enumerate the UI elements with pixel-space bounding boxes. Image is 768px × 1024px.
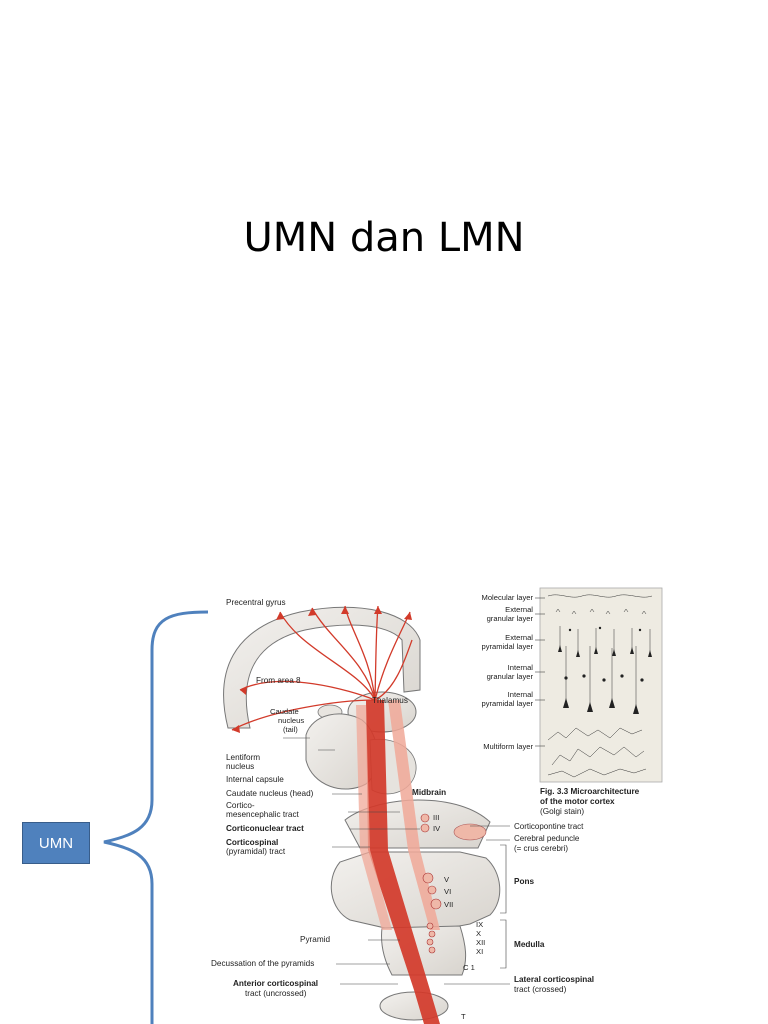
label-n-x: X (476, 929, 481, 938)
cortex-caption-1: Fig. 3.3 Microarchitecture (540, 787, 640, 796)
cortex-panel (535, 587, 663, 783)
label-int-granular-2: granular layer (487, 672, 534, 681)
slide-title: UMN dan LMN (243, 215, 525, 261)
label-ext-pyramidal-1: External (505, 633, 533, 642)
label-anterior-cst-2: tract (uncrossed) (245, 989, 307, 998)
label-cortico-mes-2: mesencephalic tract (226, 810, 300, 819)
label-internal-capsule: Internal capsule (226, 775, 284, 784)
umn-label-box: UMN (22, 822, 90, 864)
label-corticospinal-1: Corticospinal (226, 838, 278, 847)
corticospinal-fibres (231, 605, 413, 731)
label-corticospinal-2: (pyramidal) tract (226, 847, 286, 856)
label-n-v: V (444, 875, 450, 884)
label-ext-granular-1: External (505, 605, 533, 614)
label-multiform-layer: Multiform layer (483, 742, 533, 751)
descending-tract-bundle (366, 700, 440, 1024)
label-c1: C 1 (463, 963, 475, 972)
label-pons: Pons (514, 877, 534, 886)
precentral-gyrus-shape (223, 606, 421, 729)
label-lateral-cst-1: Lateral corticospinal (514, 975, 594, 984)
label-t: T (461, 1012, 466, 1021)
label-n-iv: IV (433, 824, 441, 833)
label-cortico-mes-1: Cortico- (226, 801, 255, 810)
label-peduncle-1: Cerebral peduncle (514, 834, 580, 843)
label-n-xii: XII (476, 938, 485, 947)
medulla-shape (381, 925, 467, 976)
label-from-area-8: From area 8 (256, 676, 301, 685)
cortex-caption-2: of the motor cortex (540, 797, 615, 806)
label-int-pyramidal-1: Internal (508, 690, 534, 699)
label-lentiform-2: nucleus (226, 762, 254, 771)
label-n-vi: VI (444, 887, 451, 896)
label-n-iii: III (433, 813, 439, 822)
spinal-cord-section (379, 991, 449, 1021)
label-corticonuclear: Corticonuclear tract (226, 824, 304, 833)
label-anterior-cst-1: Anterior corticospinal (233, 979, 318, 988)
label-int-granular-1: Internal (508, 663, 534, 672)
label-lateral-cst-2: tract (crossed) (514, 985, 567, 994)
label-int-pyramidal-2: pyramidal layer (482, 699, 534, 708)
label-molecular-layer: Molecular layer (482, 593, 534, 602)
label-caudate-tail-3: (tail) (283, 725, 298, 734)
label-peduncle-2: (= crus cerebri) (514, 844, 568, 853)
label-caudate-tail-2: nucleus (278, 716, 304, 725)
label-corticopontine: Corticopontine tract (514, 822, 584, 831)
label-caudate-tail-1: Caudate (270, 707, 299, 716)
label-thalamus: Thalamus (372, 696, 408, 705)
label-pyramid: Pyramid (300, 935, 330, 944)
label-medulla: Medulla (514, 940, 545, 949)
cortex-caption-3: (Golgi stain) (540, 807, 584, 816)
label-ext-pyramidal-2: pyramidal layer (482, 642, 534, 651)
cortex-neurons (547, 594, 653, 778)
label-n-vii: VII (444, 900, 453, 909)
label-precentral-gyrus: Precentral gyrus (226, 598, 286, 607)
label-midbrain: Midbrain (412, 788, 446, 797)
label-ext-granular-2: granular layer (487, 614, 534, 623)
label-decussation: Decussation of the pyramids (211, 959, 314, 968)
label-caudate-head: Caudate nucleus (head) (226, 789, 314, 798)
label-n-xi: XI (476, 947, 483, 956)
cortex-cell-bodies (558, 626, 652, 714)
label-n-ix: IX (476, 920, 483, 929)
label-lentiform-1: Lentiform (226, 753, 260, 762)
